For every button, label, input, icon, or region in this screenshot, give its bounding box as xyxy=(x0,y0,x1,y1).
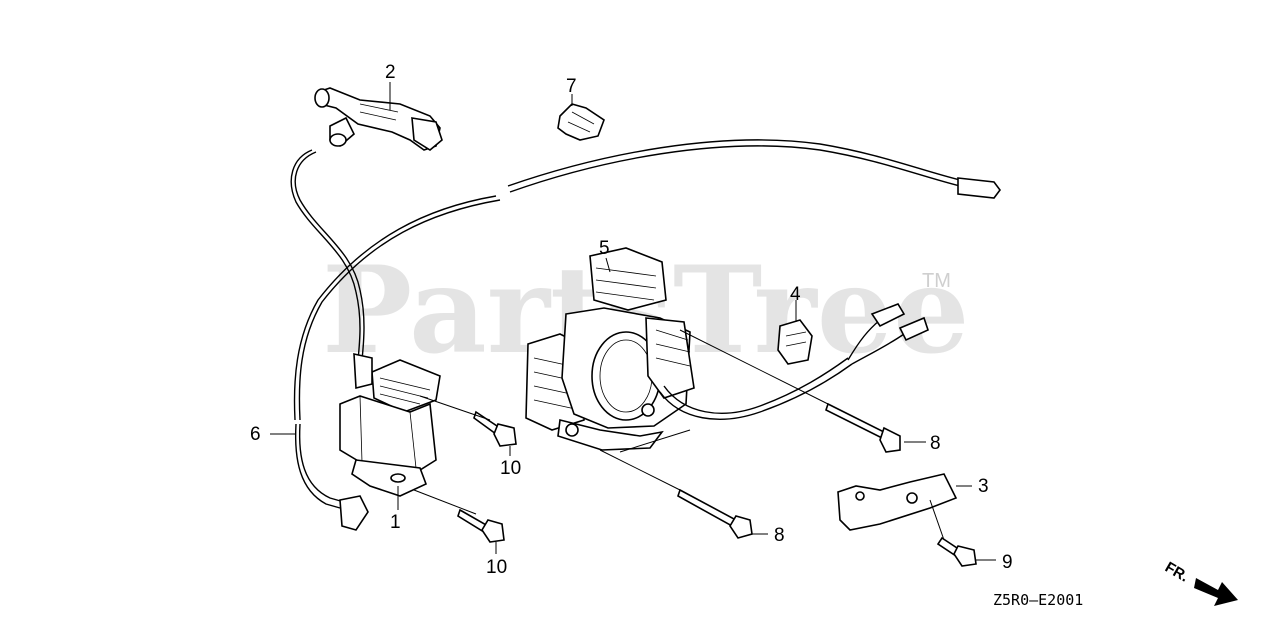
terminal-b xyxy=(898,316,929,342)
stop-wire-terminal xyxy=(957,177,1001,199)
high-tension-lead xyxy=(294,151,365,361)
callout-8b: 8 xyxy=(774,525,785,546)
stator-assembly xyxy=(525,247,695,451)
callout-10b: 10 xyxy=(486,557,507,578)
callout-3: 3 xyxy=(978,476,989,497)
front-direction-indicator: FR. xyxy=(1162,559,1238,606)
grommet xyxy=(777,319,813,365)
callout-7: 7 xyxy=(566,76,577,97)
callout-2: 2 xyxy=(385,62,396,83)
arrow-icon xyxy=(1194,578,1238,606)
bolt-9 xyxy=(936,536,977,567)
stop-switch-wire xyxy=(298,199,501,421)
bolt-8-lower xyxy=(677,488,753,539)
ignition-coil xyxy=(339,352,441,497)
bolt-10-upper xyxy=(473,410,517,447)
wire-clip xyxy=(557,103,605,141)
callout-1: 1 xyxy=(390,512,401,533)
front-label: FR. xyxy=(1162,559,1191,586)
callout-5: 5 xyxy=(599,238,610,259)
stop-wire-connector xyxy=(339,495,369,531)
watermark-trademark: TM xyxy=(922,270,951,292)
bolt-10-lower xyxy=(457,508,505,543)
spark-plug-cap xyxy=(314,87,443,151)
callout-10a: 10 xyxy=(500,458,521,479)
callout-6: 6 xyxy=(250,424,261,445)
callout-9: 9 xyxy=(1002,552,1013,573)
terminal-a xyxy=(870,303,906,328)
callout-8a: 8 xyxy=(930,433,941,454)
callout-4: 4 xyxy=(790,284,801,305)
bolt-8-upper xyxy=(825,402,901,453)
bracket xyxy=(837,473,958,531)
diagram-code: Z5R0—E2001 xyxy=(993,591,1083,609)
